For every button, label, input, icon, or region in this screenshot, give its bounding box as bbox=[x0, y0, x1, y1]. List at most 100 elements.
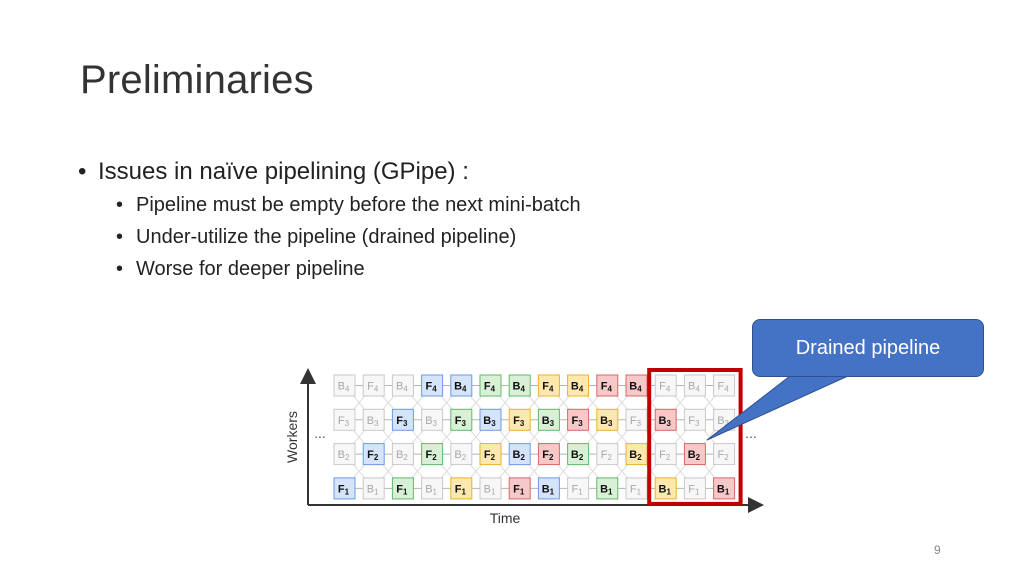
pipeline-cell: F3 bbox=[391, 408, 414, 431]
pipeline-cell: F2 bbox=[654, 443, 677, 466]
cell-label: F4 bbox=[601, 381, 613, 394]
cell-label: B3 bbox=[600, 415, 613, 428]
cell-label: B1 bbox=[658, 483, 671, 496]
cell-box bbox=[421, 374, 444, 397]
pipeline-cell: F4 bbox=[479, 374, 502, 397]
cell-box bbox=[654, 443, 677, 466]
drained-highlight-box bbox=[647, 368, 743, 506]
pipeline-cell: B1 bbox=[654, 477, 677, 500]
pipeline-cell: F4 bbox=[713, 374, 736, 397]
cell-label: F1 bbox=[338, 483, 350, 496]
cell-label: F2 bbox=[718, 449, 730, 462]
cell-box bbox=[596, 443, 619, 466]
cell-label: B3 bbox=[425, 415, 437, 428]
cell-label: B2 bbox=[688, 449, 701, 462]
pipeline-cell: B1 bbox=[537, 477, 560, 500]
cell-box bbox=[567, 477, 590, 500]
cell-box bbox=[654, 477, 677, 500]
cell-label: F2 bbox=[659, 449, 671, 462]
pipeline-cell: F1 bbox=[333, 477, 356, 500]
cell-label: F4 bbox=[718, 381, 730, 394]
cell-box bbox=[333, 443, 356, 466]
pipeline-cell: F3 bbox=[567, 408, 590, 431]
cell-label: B3 bbox=[658, 415, 671, 428]
cell-box bbox=[333, 408, 356, 431]
pipeline-cell: B4 bbox=[683, 374, 706, 397]
cell-label: B3 bbox=[542, 415, 555, 428]
cell-label: F1 bbox=[513, 483, 525, 496]
bullet-dot: • bbox=[116, 258, 124, 280]
cell-label: B2 bbox=[396, 449, 408, 462]
sub-bullet-item: • Under-utilize the pipeline (drained pi… bbox=[116, 221, 581, 253]
pipeline-cell: F3 bbox=[625, 408, 648, 431]
cell-label: B3 bbox=[717, 415, 729, 428]
pipeline-cell: F2 bbox=[479, 443, 502, 466]
pipeline-cell: F1 bbox=[450, 477, 473, 500]
cell-box bbox=[333, 374, 356, 397]
cell-label: F3 bbox=[338, 415, 350, 428]
cell-box bbox=[362, 443, 385, 466]
pipeline-cell: B1 bbox=[421, 477, 444, 500]
sub-bullet-item: • Worse for deeper pipeline bbox=[116, 253, 581, 285]
cell-label: B3 bbox=[483, 415, 496, 428]
cell-box bbox=[421, 477, 444, 500]
cell-box bbox=[537, 374, 560, 397]
cell-box bbox=[391, 443, 414, 466]
cell-label: F3 bbox=[572, 415, 584, 428]
pipeline-cell: B4 bbox=[508, 374, 531, 397]
pipeline-cell: F3 bbox=[333, 408, 356, 431]
cell-label: B4 bbox=[338, 381, 350, 394]
cell-box bbox=[683, 443, 706, 466]
pipeline-cell: B3 bbox=[362, 408, 385, 431]
pipeline-cell: B3 bbox=[654, 408, 677, 431]
cell-box bbox=[508, 443, 531, 466]
cell-box bbox=[567, 443, 590, 466]
pipeline-cell: F3 bbox=[450, 408, 473, 431]
bullet-item: • Issues in naïve pipelining (GPipe) : bbox=[78, 155, 581, 189]
pipeline-cell: B1 bbox=[479, 477, 502, 500]
cell-label: F1 bbox=[688, 483, 700, 496]
cell-label: B2 bbox=[454, 449, 466, 462]
cell-box bbox=[596, 408, 619, 431]
pipeline-cell: B2 bbox=[683, 443, 706, 466]
cell-label: F4 bbox=[542, 381, 554, 394]
cell-label: B4 bbox=[571, 381, 584, 394]
cell-label: B4 bbox=[454, 381, 467, 394]
pipeline-cell: B2 bbox=[625, 443, 648, 466]
cell-label: B2 bbox=[571, 449, 584, 462]
cell-label: B2 bbox=[629, 449, 642, 462]
pipeline-cell: F4 bbox=[362, 374, 385, 397]
cell-label: F3 bbox=[513, 415, 525, 428]
cell-box bbox=[508, 408, 531, 431]
cell-box bbox=[537, 477, 560, 500]
pipeline-cell: F4 bbox=[421, 374, 444, 397]
cell-box bbox=[450, 443, 473, 466]
pipeline-cell: F4 bbox=[654, 374, 677, 397]
cell-label: B1 bbox=[542, 483, 555, 496]
cell-box bbox=[479, 443, 502, 466]
cell-label: F3 bbox=[396, 415, 408, 428]
pipeline-cell: B1 bbox=[596, 477, 619, 500]
pipeline-cell: B2 bbox=[567, 443, 590, 466]
pipeline-cell: B2 bbox=[450, 443, 473, 466]
cell-box bbox=[450, 374, 473, 397]
cell-label: F4 bbox=[484, 381, 496, 394]
pipeline-cell: F2 bbox=[421, 443, 444, 466]
cell-box bbox=[421, 443, 444, 466]
sub-bullet-item: • Pipeline must be empty before the next… bbox=[116, 189, 581, 221]
left-ellipsis: ... bbox=[314, 425, 326, 441]
pipeline-cell: F1 bbox=[683, 477, 706, 500]
cell-label: F1 bbox=[630, 483, 642, 496]
cell-box bbox=[596, 374, 619, 397]
pipeline-cell: F1 bbox=[625, 477, 648, 500]
slide-title: Preliminaries bbox=[80, 58, 314, 102]
cell-label: B3 bbox=[367, 415, 379, 428]
cell-box bbox=[654, 374, 677, 397]
cell-box bbox=[713, 374, 736, 397]
cell-label: B1 bbox=[484, 483, 496, 496]
cell-label: B2 bbox=[338, 449, 350, 462]
cell-box bbox=[625, 477, 648, 500]
pipeline-cell: B4 bbox=[625, 374, 648, 397]
cell-box bbox=[567, 408, 590, 431]
